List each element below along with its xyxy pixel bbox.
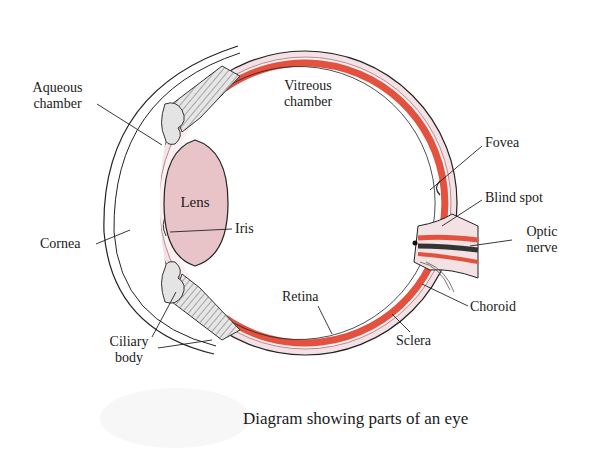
optic-nerve-fibres <box>420 262 454 292</box>
leader-lines <box>96 104 512 348</box>
optic-nerve-core <box>418 246 478 250</box>
retina-edge <box>225 67 436 340</box>
vitreous-body <box>168 66 442 340</box>
part-label: Ciliary body <box>98 334 160 366</box>
figure-caption: Diagram showing parts of an eye <box>243 409 468 429</box>
part-label: Aqueous chamber <box>20 80 95 112</box>
part-label: Optic nerve <box>514 224 570 256</box>
lens-shape <box>164 140 228 266</box>
retina-layer <box>225 63 445 343</box>
part-label: Iris <box>235 221 275 237</box>
blind-spot-dot <box>413 241 418 246</box>
part-label: Choroid <box>470 299 532 315</box>
background-blob <box>100 388 250 448</box>
part-label: Blind spot <box>485 190 565 206</box>
iris-top <box>162 103 185 145</box>
part-label: Retina <box>282 289 338 305</box>
optic-nerve-lower-band <box>418 254 478 262</box>
part-label: Cornea <box>40 236 96 252</box>
part-label: Fovea <box>485 135 535 151</box>
part-label: Sclera <box>396 333 452 349</box>
sclera-layer <box>153 51 457 355</box>
choroid-layer <box>159 57 451 349</box>
cornea-inner <box>114 53 240 346</box>
optic-nerve-retina-band <box>418 237 478 240</box>
part-label: Lens <box>172 194 218 210</box>
part-label: Vitreous chamber <box>266 78 350 110</box>
